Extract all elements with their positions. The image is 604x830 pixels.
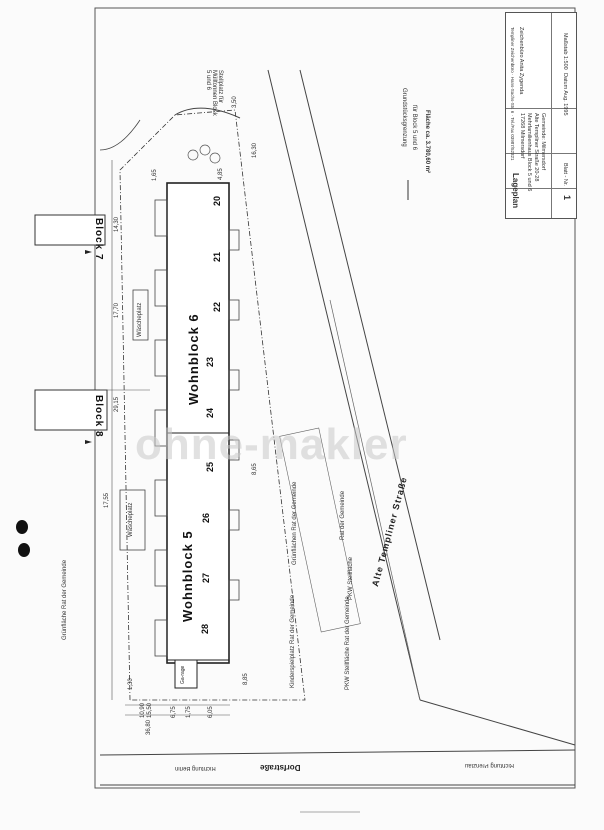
sheet-number: 1 <box>562 195 572 201</box>
plan-title: Lageplan <box>511 173 520 209</box>
watermark: ohne-makler <box>135 420 408 469</box>
project-line4: 17268 Milmersdorf <box>519 113 525 159</box>
unit-number: 27 <box>201 572 211 583</box>
stellplatz-muelltonnen-label: Stellplatz für Mülltonnen Block 5 und 6 <box>205 70 223 116</box>
unit-number: 23 <box>205 356 215 367</box>
architect-line1: Zeichenbüro Anita Zygenda <box>518 27 524 95</box>
garage-label: Ga-rage <box>180 665 186 684</box>
dorfstrasse-label: Dorfstraße <box>260 763 301 772</box>
dimension: 4,85 <box>218 168 224 180</box>
unit-number: 22 <box>212 301 222 312</box>
unit-number: 24 <box>205 407 215 418</box>
boundary-legend-title: Grundstücksgrenzung <box>401 88 407 147</box>
project-line3: Mehrfamilienhaus Block 5 und 6 <box>526 113 532 192</box>
pkw-stellflaeche-road-label: PKW Stellfläche <box>348 556 354 600</box>
waescheplatz-lower-label: Wäscheplatz <box>128 502 134 537</box>
kinderspielplatz-label: Kinderspielplatz Rat der Gemeinde <box>290 594 296 688</box>
unit-number: 26 <box>201 512 211 523</box>
unit-number: 25 <box>205 461 215 472</box>
punch-hole-bottom <box>18 543 30 557</box>
dimension: 36,80 <box>146 719 152 735</box>
scale: Maßstab 1:500 <box>562 33 568 70</box>
gruenflaechen-mid-label: Grünflächen Rat der Gemeinde <box>292 481 298 565</box>
gruenflaeche-left-label: Grünfläche Rat der Gemeinde <box>62 559 68 640</box>
unit-number: 28 <box>200 623 210 634</box>
date: Datum Aug. 1995 <box>562 73 568 116</box>
dimension: 1,75 <box>186 706 192 718</box>
rat-der-gemeinde-label: Rat der Gemeinde <box>340 490 346 540</box>
wohnblock5-label: Wohnblock 5 <box>180 530 195 622</box>
punch-hole-top <box>16 520 28 534</box>
waescheplatz-upper-label: Wäscheplatz <box>137 302 143 337</box>
dimension: 16,30 <box>252 142 258 158</box>
dimension: 17,70 <box>114 302 120 318</box>
block7-label: Block 7 <box>93 218 104 261</box>
project-line2: Alte Templiner Straße 20-28 <box>533 113 539 182</box>
unit-number: 21 <box>212 251 222 262</box>
dimension: 6,05 <box>208 706 214 718</box>
unit-number: 20 <box>212 195 222 206</box>
architect-line2: Templiner Zeichenbüro · Hans-Sachs-Str. … <box>510 27 515 161</box>
dimension: 8,85 <box>243 673 249 685</box>
dimension: 15,50 <box>147 702 153 718</box>
dimension: 6,75 <box>171 706 177 718</box>
dimension: 3,50 <box>232 96 238 108</box>
block8-label: Block 8 <box>93 395 104 438</box>
richtung-prenzlau-label: Richtung Prenzlau <box>465 762 515 768</box>
richtung-berlin-label: Richtung Berlin <box>175 765 216 771</box>
pkw-stellflaeche-label: PKW Stellfläche Rat der Gemeinde <box>345 596 351 690</box>
dimension: 1,65 <box>152 169 158 181</box>
dimension: 8,65 <box>252 463 258 475</box>
dimension: 1,30 <box>128 678 134 690</box>
title-block: Zeichenbüro Anita Zygenda Templiner Zeic… <box>505 12 577 219</box>
boundary-legend-area: Fläche ca. 3.780,60 m² <box>424 110 430 174</box>
boundary-legend-for: für Block 5 und 6 <box>411 105 417 151</box>
dimension: 14,30 <box>114 216 120 232</box>
wohnblock6-label: Wohnblock 6 <box>186 313 201 405</box>
dimension: 29,15 <box>114 396 120 412</box>
project-line1: Gemeinde: Milmersdorf <box>540 113 546 171</box>
sheet-label: Blatt - Nr. <box>562 163 568 186</box>
dimension: 17,55 <box>104 492 110 508</box>
dimension: 10,90 <box>140 702 146 718</box>
